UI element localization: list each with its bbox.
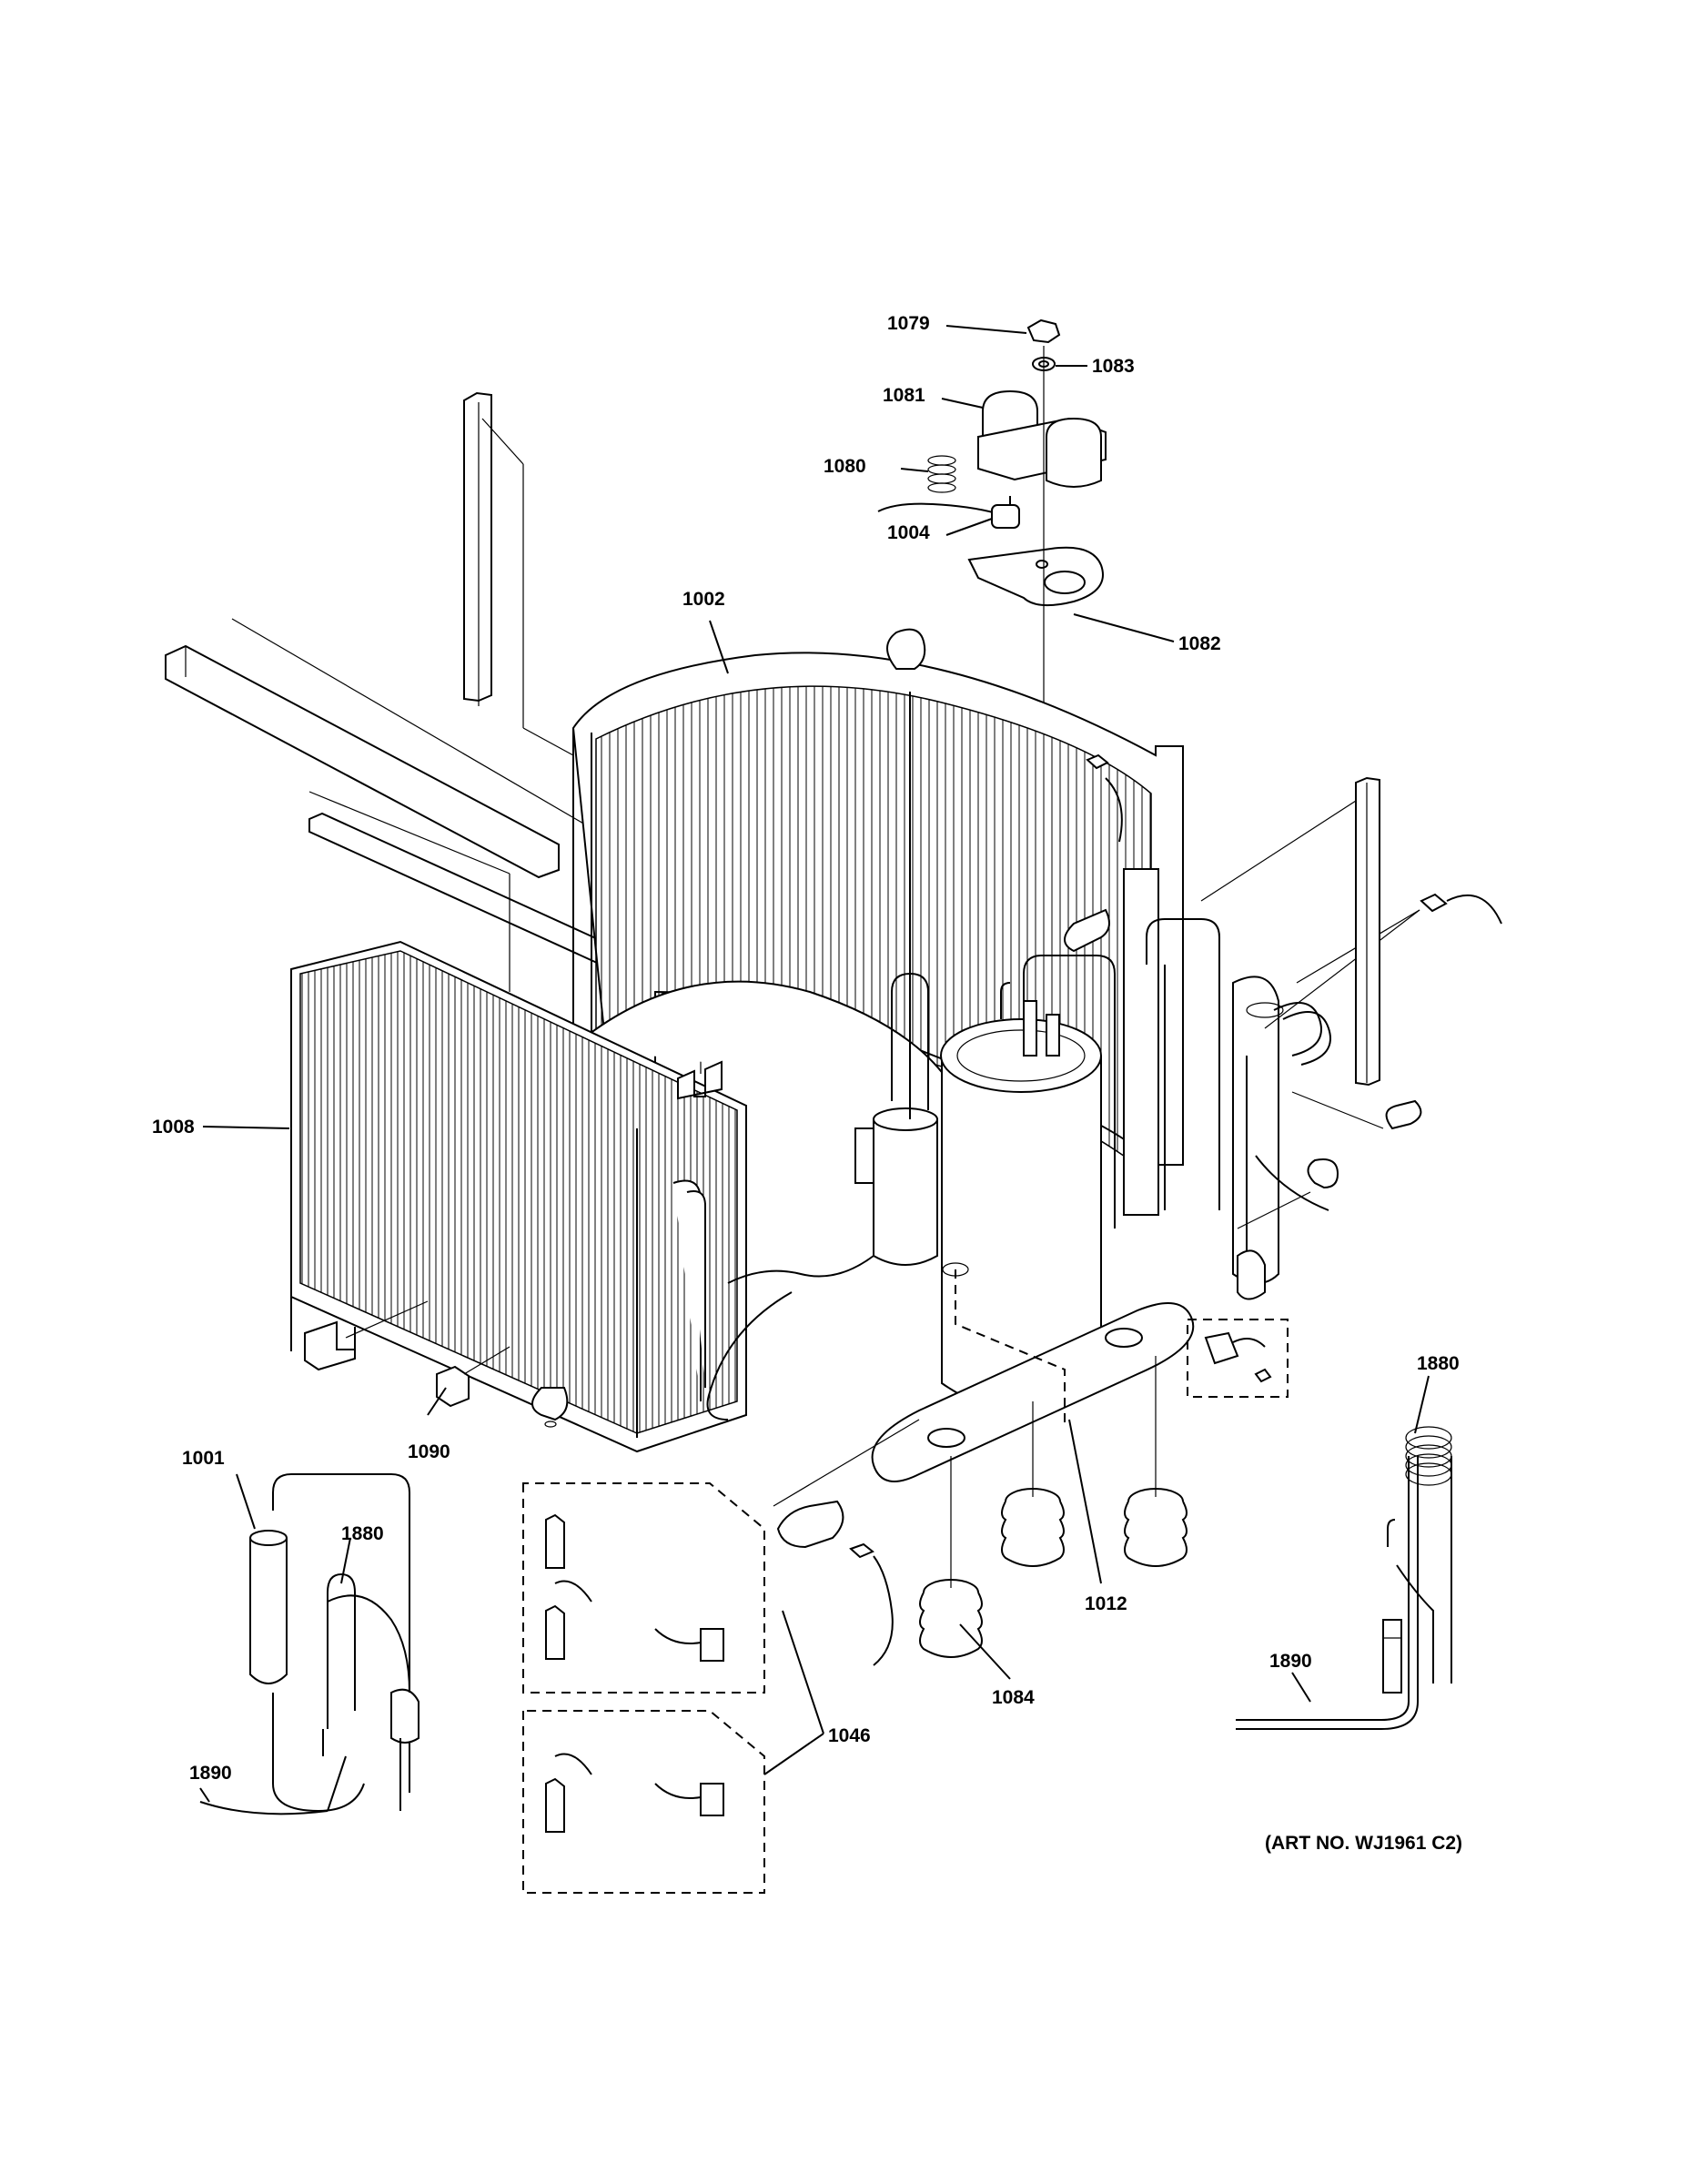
filter-drier-1001 [199, 1473, 419, 1815]
callout-1079: 1079 [887, 313, 930, 334]
callout-1080: 1080 [824, 456, 866, 477]
callout-1081: 1081 [883, 385, 925, 406]
callout-1090: 1090 [408, 1441, 450, 1462]
capillary-tube-assembly [1236, 1426, 1452, 1730]
callout-1004: 1004 [887, 522, 930, 543]
wire-harness-kits-1046 [522, 1482, 765, 1894]
reversing-valve-assembly [877, 318, 1107, 1119]
accumulator [706, 972, 938, 1421]
callout-1008: 1008 [152, 1117, 195, 1138]
callout-1082: 1082 [1178, 633, 1221, 654]
callout-1012: 1012 [1085, 1593, 1127, 1614]
right-piping [886, 628, 1502, 1300]
small-parts [304, 1300, 1289, 1666]
compressor [871, 955, 1195, 1482]
insulation-strips [165, 391, 702, 1074]
callout-1084: 1084 [992, 1687, 1035, 1708]
callout-1890-left: 1890 [189, 1763, 232, 1784]
leader-lines [199, 325, 1430, 1803]
callout-1890-right: 1890 [1269, 1651, 1312, 1672]
callout-1002: 1002 [682, 589, 725, 610]
callout-1880-left: 1880 [341, 1523, 384, 1544]
callout-1880-right: 1880 [1417, 1353, 1460, 1374]
callout-1001: 1001 [182, 1448, 225, 1469]
callout-1046: 1046 [828, 1725, 871, 1746]
rubber-grommets [919, 1356, 1188, 1658]
art-number: (ART NO. WJ1961 C2) [1265, 1833, 1463, 1854]
outdoor-coil-1008 [290, 940, 747, 1453]
callout-1083: 1083 [1092, 356, 1135, 377]
